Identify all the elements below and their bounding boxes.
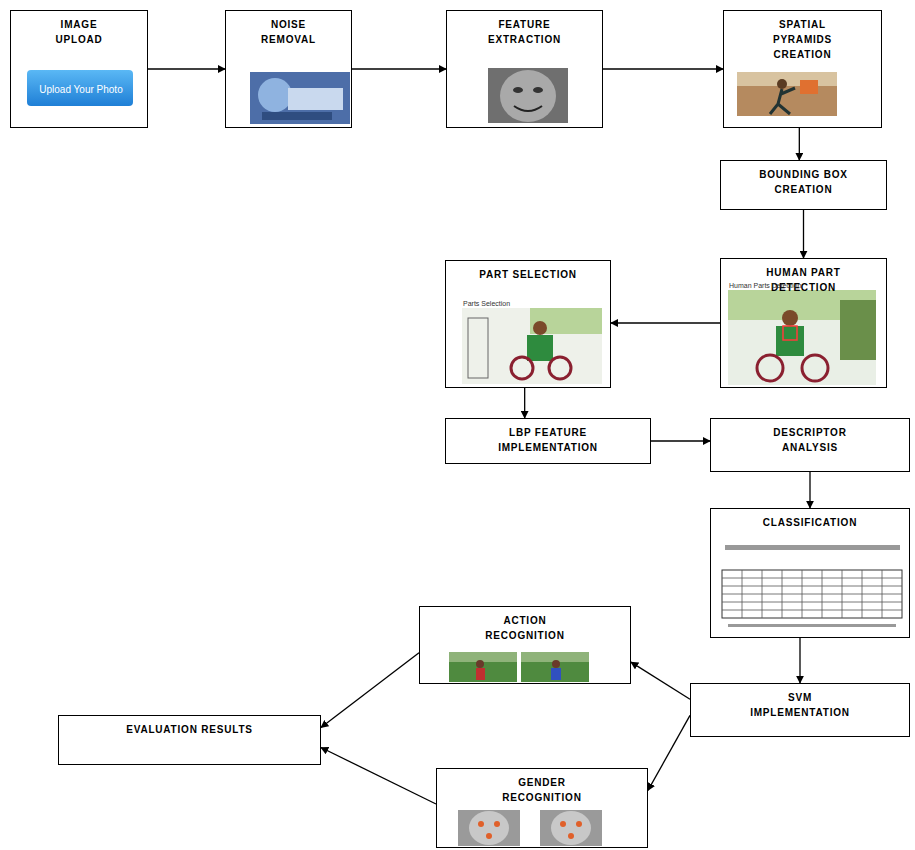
flow-arrow: [799, 128, 800, 160]
box-title: NOISE REMOVAL: [254, 17, 324, 47]
process-box: ACTION RECOGNITION: [419, 606, 631, 684]
flow-arrow: [799, 638, 800, 683]
process-box: SVM IMPLEMENTATION: [690, 683, 910, 737]
flow-arrow: [352, 68, 446, 69]
face-picture: [488, 68, 568, 123]
flow-arrow: [809, 472, 810, 508]
flow-arrow: [803, 210, 804, 258]
box-title: IMAGE UPLOAD: [44, 17, 114, 47]
noise-picture: [250, 72, 350, 124]
result-table: [722, 545, 902, 627]
image-caption: Human Parts Detection: [729, 281, 829, 291]
box-title: EVALUATION RESULTS: [70, 722, 310, 737]
process-box: BOUNDING BOX CREATION: [720, 160, 887, 210]
box-title: ACTION RECOGNITION: [465, 613, 585, 643]
process-box: EVALUATION RESULTS: [58, 715, 321, 765]
process-box: LBP FEATURE IMPLEMENTATION: [445, 418, 651, 464]
image-caption: Parts Selection: [463, 299, 543, 309]
box-title: LBP FEATURE IMPLEMENTATION: [473, 425, 623, 455]
flow-arrow: [321, 653, 419, 728]
process-box: GENDER RECOGNITION: [436, 768, 648, 848]
flow-arrow: [631, 662, 690, 699]
street-photo: [728, 290, 876, 385]
process-box: HUMAN PART DETECTIONHuman Parts Detectio…: [720, 258, 887, 388]
process-box: DESCRIPTOR ANALYSIS: [710, 418, 910, 472]
box-title: PART SELECTION: [458, 267, 598, 282]
flow-arrow: [321, 748, 436, 805]
face-photos: [458, 810, 602, 846]
flow-arrow: [648, 715, 690, 790]
flow-arrow: [148, 68, 225, 69]
flow-arrow: [524, 388, 525, 418]
process-box: PART SELECTION Parts Selection: [445, 260, 611, 388]
action-photos: [449, 652, 589, 682]
process-box: IMAGE UPLOAD Upload Your Photo: [10, 10, 148, 128]
upload-button: [27, 70, 133, 106]
box-title: CLASSIFICATION: [735, 515, 885, 530]
process-box: SPATIAL PYRAMIDS CREATION: [723, 10, 882, 128]
action-picture: [737, 72, 837, 116]
box-title: DESCRIPTOR ANALYSIS: [750, 425, 870, 455]
box-title: BOUNDING BOX CREATION: [749, 167, 859, 197]
box-title: GENDER RECOGNITION: [482, 775, 602, 805]
process-box: FEATURE EXTRACTION: [446, 10, 603, 128]
box-title: FEATURE EXTRACTION: [470, 17, 580, 47]
street-photo: [462, 308, 602, 384]
flow-arrow: [603, 68, 723, 69]
process-box: CLASSIFICATION: [710, 508, 910, 638]
box-title: SPATIAL PYRAMIDS CREATION: [758, 17, 848, 62]
flow-arrow: [611, 322, 720, 323]
box-title: SVM IMPLEMENTATION: [740, 690, 860, 720]
process-box: NOISE REMOVAL: [225, 10, 352, 128]
box-title: HUMAN PART DETECTION: [754, 265, 854, 295]
image-caption: Upload Your Photo: [28, 71, 134, 107]
flow-arrow: [651, 440, 710, 441]
